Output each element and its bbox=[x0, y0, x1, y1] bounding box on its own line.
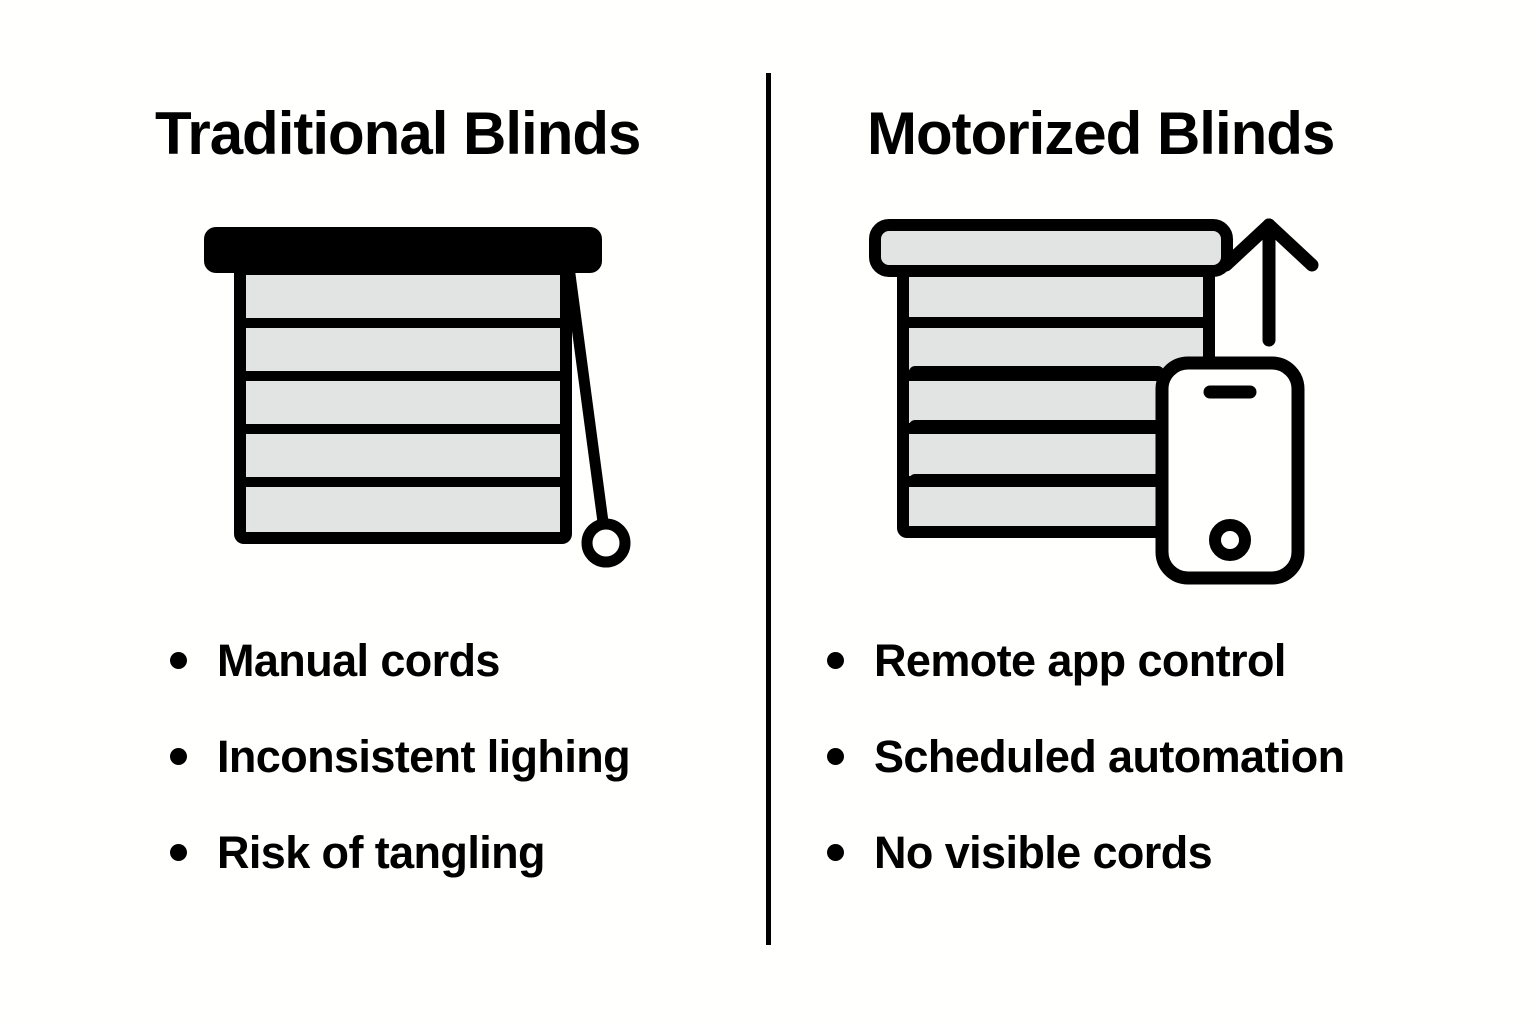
traditional-headrail bbox=[204, 227, 602, 273]
traditional-blinds-illustration bbox=[190, 215, 650, 575]
panel-title-traditional: Traditional Blinds bbox=[155, 100, 641, 167]
bullet-dot-icon bbox=[827, 747, 844, 765]
up-arrow-icon bbox=[1219, 218, 1319, 347]
bullet-dot-icon bbox=[170, 651, 187, 669]
motorized-slat-stack bbox=[897, 263, 1215, 538]
bullet-dot-icon bbox=[170, 747, 187, 765]
list-item: Remote app control bbox=[827, 612, 1527, 708]
vertical-divider bbox=[766, 73, 771, 945]
bullet-dot-icon bbox=[827, 651, 844, 669]
pull-cord bbox=[563, 261, 609, 528]
list-item: Inconsistent lighing bbox=[170, 708, 750, 804]
motorized-blinds-illustration bbox=[869, 215, 1361, 595]
bullet-label: Risk of tangling bbox=[217, 826, 546, 878]
list-item: Risk of tangling bbox=[170, 804, 750, 900]
list-item: Scheduled automation bbox=[827, 708, 1527, 804]
bullet-label: Remote app control bbox=[874, 634, 1286, 686]
panel-traditional: Traditional Blinds bbox=[0, 0, 766, 1024]
list-item: No visible cords bbox=[827, 804, 1527, 900]
motorized-headrail bbox=[869, 219, 1233, 277]
panel-motorized: Motorized Blinds bbox=[771, 0, 1536, 1024]
list-item: Manual cords bbox=[170, 612, 750, 708]
phone-home-button-icon bbox=[1209, 519, 1251, 561]
panel-title-motorized: Motorized Blinds bbox=[867, 100, 1335, 167]
cord-ring bbox=[581, 518, 631, 568]
bullet-dot-icon bbox=[170, 843, 187, 861]
bullet-label: Inconsistent lighing bbox=[217, 730, 631, 782]
bullet-list-traditional: Manual cords Inconsistent lighing Risk o… bbox=[170, 612, 750, 900]
bullet-label: No visible cords bbox=[874, 826, 1213, 878]
traditional-slat-stack bbox=[234, 263, 572, 544]
bullet-list-motorized: Remote app control Scheduled automation … bbox=[827, 612, 1527, 900]
bullet-dot-icon bbox=[827, 843, 844, 861]
bullet-label: Scheduled automation bbox=[874, 730, 1345, 782]
bullet-label: Manual cords bbox=[217, 634, 500, 686]
smartphone-icon bbox=[1155, 356, 1305, 585]
